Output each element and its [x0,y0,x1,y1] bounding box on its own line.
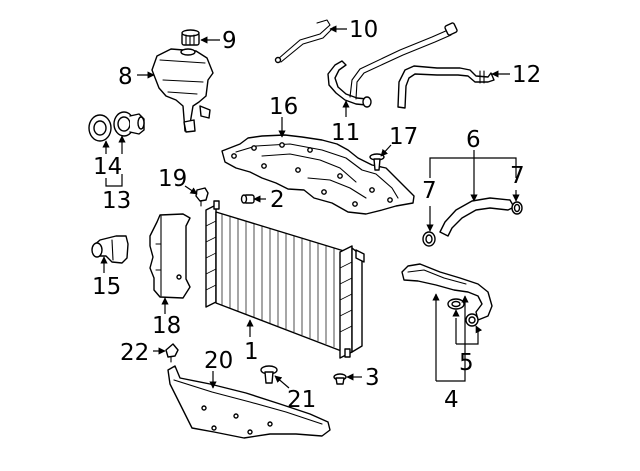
radiator-core-fins [221,214,335,347]
callout-17: 17 [389,124,418,150]
drain-plug-part [240,194,255,204]
callout-13: 13 [102,188,131,214]
radiator-cover-part [221,134,415,215]
vent-hose-part [349,22,458,100]
hose-clamp-lower-a-part [447,298,465,310]
callout-11: 11 [331,120,360,146]
clip-3-part [333,373,347,385]
hose-clamp-right-part [511,201,523,215]
fastener-22-part [165,343,179,363]
callout-18: 18 [152,313,181,339]
callout-12: 12 [512,62,541,88]
push-pin-21-part [260,365,278,384]
lower-radiator-hose-part [401,263,493,321]
callout-3: 3 [365,365,380,391]
callout-5: 5 [459,350,474,376]
callout-22: 22 [120,340,149,366]
fastener-19-part [195,187,209,207]
callout-labels: 1 2 3 4 5 6 7 7 8 9 10 11 12 13 14 15 16… [92,17,541,413]
callout-19: 19 [158,166,187,192]
callout-15: 15 [92,274,121,300]
callout-14: 14 [93,154,122,180]
radiator-part [205,200,365,359]
radiator-tank-ribs [205,220,353,333]
push-pin-17-part [369,153,385,171]
upper-radiator-hose-part [439,197,515,237]
callout-16: 16 [269,94,298,120]
callout-7-right: 7 [510,163,525,189]
reservoir-cap-part [181,29,200,46]
air-baffle-part [149,213,191,299]
callout-2: 2 [270,187,285,213]
callout-20: 20 [204,348,233,374]
leader-lines [100,25,520,389]
coolant-reservoir-part [151,48,214,133]
callout-9: 9 [222,28,237,54]
callout-10: 10 [349,17,378,43]
callout-8: 8 [118,64,133,90]
callout-4: 4 [444,387,459,413]
callout-7-left: 7 [422,178,437,204]
callout-21: 21 [287,387,316,413]
overflow-hose-part [327,60,372,108]
callout-6: 6 [466,127,481,153]
thermostat-part [113,111,145,137]
heater-hose-part [397,65,495,109]
hose-clamp-lower-b-part [465,313,479,327]
hose-clamp-left-part [422,231,436,247]
callout-1: 1 [244,339,259,365]
small-hose-part [274,19,335,64]
seal-ring-part [88,114,112,142]
water-outlet-part [91,235,129,264]
